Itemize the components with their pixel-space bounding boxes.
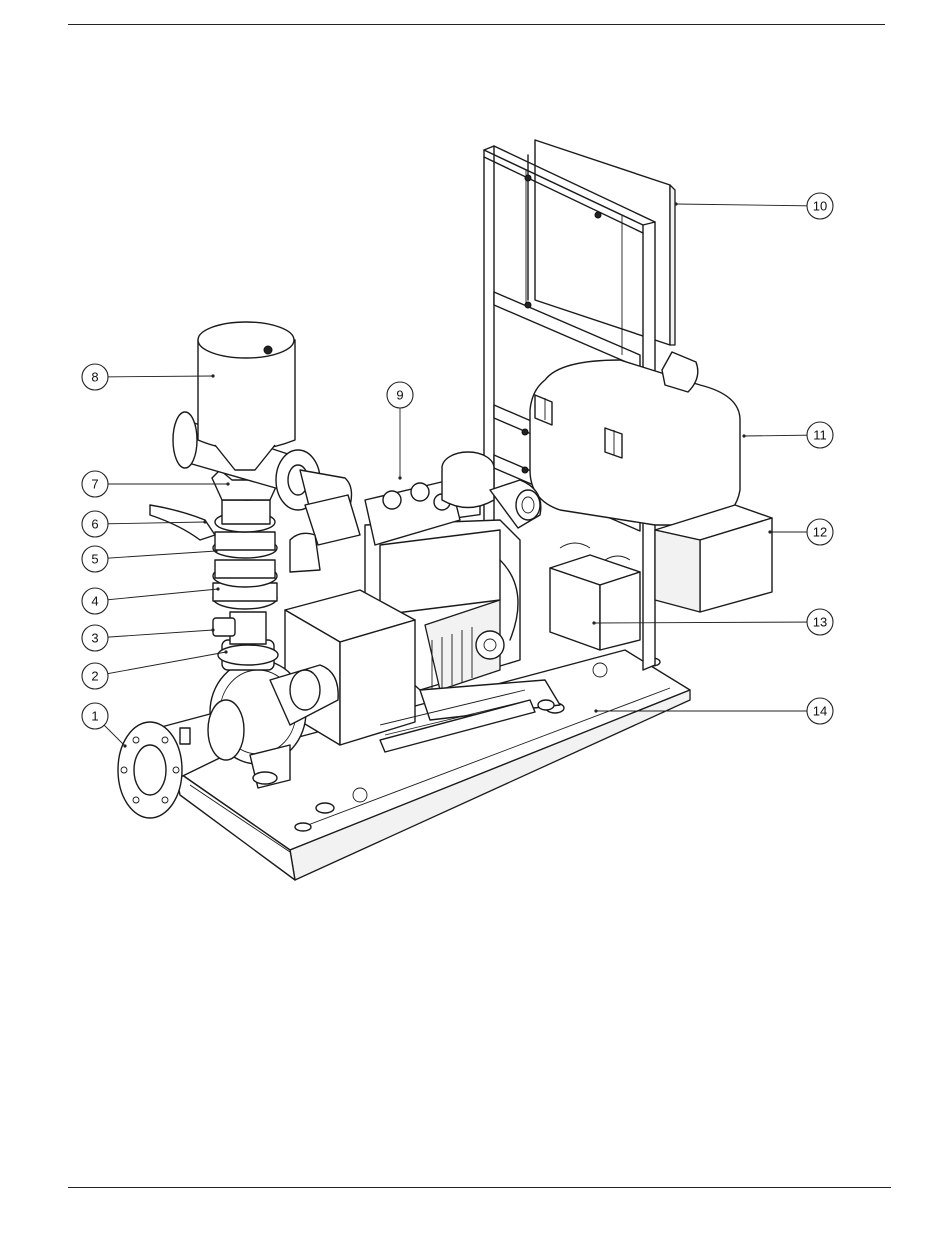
callout-8: 8 [82,364,215,390]
callout-leader-tip [398,476,401,479]
callout-leader-tip [123,744,126,747]
callout-leader-tip [224,650,227,653]
callout-leader-line [95,376,213,377]
callout-number: 6 [91,517,98,532]
callout-leader-tip [214,549,217,552]
callout-number: 4 [91,594,98,609]
callout-leader-tip [211,628,214,631]
callout-10: 10 [674,193,833,219]
callout-12: 12 [768,519,833,545]
callout-number: 9 [396,388,403,403]
callout-leader-line [676,204,820,206]
callout-number: 14 [813,704,827,719]
discharge-column [150,468,280,670]
callout-number: 8 [91,370,98,385]
callout-leader-line [95,652,226,676]
callout-leader-tip [211,374,214,377]
callout-leader-line [95,551,216,559]
callout-4: 4 [82,587,220,614]
callout-number: 12 [813,525,827,540]
callout-number: 1 [91,709,98,724]
callout-leader-tip [594,709,597,712]
callout-leader-tip [216,587,219,590]
callout-leader-tip [674,202,677,205]
battery [550,543,640,650]
callout-leader-line [95,630,213,638]
callout-5: 5 [82,546,218,572]
callout-leader-line [95,589,218,601]
callout-leader-tip [203,520,206,523]
callout-leader-tip [742,434,745,437]
fuel-tank [530,352,740,525]
callout-11: 11 [742,422,833,448]
callout-number: 3 [91,631,98,646]
callout-7: 7 [82,471,230,497]
callout-2: 2 [82,650,228,689]
callout-leader-tip [592,621,595,624]
callout-3: 3 [82,625,215,651]
callout-number: 5 [91,552,98,567]
callout-number: 10 [813,199,827,214]
callout-9: 9 [387,382,413,480]
callout-number: 2 [91,669,98,684]
callout-number: 7 [91,477,98,492]
callout-number: 11 [813,428,827,443]
callout-leader-tip [768,530,771,533]
callout-1: 1 [82,703,127,748]
callout-leader-tip [226,482,229,485]
callout-number: 13 [813,615,827,630]
